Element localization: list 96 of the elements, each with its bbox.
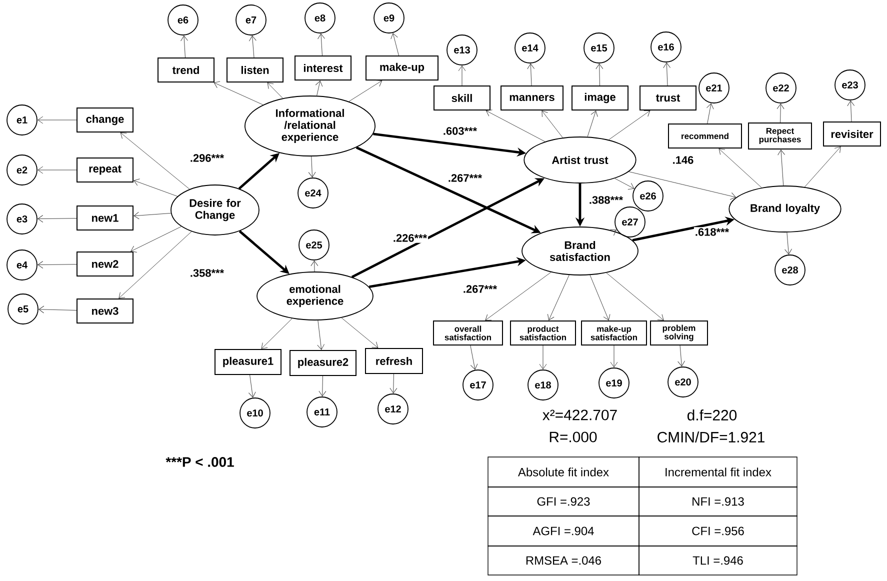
path-arrow xyxy=(261,318,292,349)
path-arrow xyxy=(38,166,77,174)
path-arrow xyxy=(134,212,172,220)
path-arrow xyxy=(587,110,598,137)
indicator-box: Repect purchases xyxy=(748,122,812,150)
indicator-box: new1 xyxy=(76,206,134,230)
path-arrow xyxy=(348,80,382,102)
path-arrow xyxy=(778,150,786,186)
path-arrow xyxy=(718,148,762,188)
table-cell: AGFI =.904 xyxy=(488,516,640,546)
table-cell: GFI =.923 xyxy=(488,486,640,516)
edge-label: .267*** xyxy=(446,173,484,183)
path-arrow xyxy=(134,178,178,197)
path-arrow xyxy=(38,215,77,222)
indicator-box: recommend xyxy=(668,124,742,148)
table-cell: Absolute fit index xyxy=(488,456,640,488)
path-arrow xyxy=(784,232,792,254)
indicator-box: new3 xyxy=(76,298,134,324)
edge-label: .226*** xyxy=(392,233,428,243)
table-cell: TLI =.946 xyxy=(638,546,798,576)
path-arrow xyxy=(776,104,784,123)
path-arrow xyxy=(390,374,398,394)
table-cell: Incremental fit index xyxy=(638,456,798,488)
path-arrow xyxy=(38,261,77,268)
table-cell: RMSEA =.046 xyxy=(488,546,640,576)
path-arrow xyxy=(390,33,399,56)
edge-label: .267*** xyxy=(462,284,498,294)
path-arrow xyxy=(596,64,604,86)
path-arrow xyxy=(485,272,552,320)
indicator-box: pleasure1 xyxy=(214,349,282,375)
path-arrow xyxy=(180,36,188,58)
path-arrow xyxy=(248,36,256,58)
path-arrow xyxy=(341,318,378,348)
path-arrow xyxy=(542,110,563,138)
path-arrow xyxy=(606,272,664,320)
path-arrow xyxy=(318,34,325,56)
edge-label: .388*** xyxy=(588,195,624,205)
path-arrow xyxy=(590,274,610,320)
path-arrow xyxy=(214,81,264,106)
indicator-box: new2 xyxy=(76,252,134,276)
path-arrow xyxy=(706,103,714,124)
indicator-box: make-up xyxy=(366,56,438,80)
edge-label: .296*** xyxy=(188,153,226,163)
indicator-box: trend xyxy=(158,58,214,82)
edge-label: .603*** xyxy=(442,126,478,136)
path-arrow xyxy=(310,260,318,272)
path-arrow xyxy=(38,116,77,124)
table-cell: NFI =.913 xyxy=(638,486,798,516)
path-arrow xyxy=(118,231,192,298)
path-arrow xyxy=(486,110,546,142)
path-arrow xyxy=(804,146,841,188)
indicator-box: repeat xyxy=(76,158,134,182)
path-arrow xyxy=(847,100,855,122)
indicator-box: image xyxy=(572,86,628,110)
path-arrow xyxy=(678,345,686,366)
fit-statistic: CMIN/DF=1.921 xyxy=(658,432,764,442)
fit-statistic: d.f=220 xyxy=(688,410,737,420)
path-arrow xyxy=(38,306,77,314)
path-arrow xyxy=(248,374,256,398)
table-cell: CFI =.956 xyxy=(638,516,798,546)
indicator-box: revisiter xyxy=(823,122,881,146)
path-arrow xyxy=(317,320,325,350)
indicator-box: pleasure2 xyxy=(290,350,356,376)
indicator-box: skill xyxy=(434,86,490,110)
path-arrow xyxy=(120,132,190,190)
fit-statistic: x²=422.707 xyxy=(542,410,617,420)
path-arrow xyxy=(628,171,736,200)
indicator-box: make-up satisfaction xyxy=(581,320,647,346)
path-arrow xyxy=(614,178,634,190)
indicator-box: manners xyxy=(500,86,564,110)
edge-label: .358*** xyxy=(188,268,226,278)
path-arrow xyxy=(267,82,284,99)
indicator-box: trust xyxy=(640,86,696,110)
indicator-box: product satisfaction xyxy=(510,320,576,346)
indicator-box: refresh xyxy=(365,348,423,374)
path-arrow xyxy=(608,110,650,140)
path-arrow xyxy=(547,274,570,320)
path-arrow xyxy=(308,156,316,178)
edge-label: .618*** xyxy=(694,227,730,237)
path-arrow xyxy=(470,345,478,370)
path-arrow xyxy=(318,376,326,396)
path-arrow xyxy=(610,345,618,368)
edge-label: .146 xyxy=(671,155,695,165)
indicator-box: interest xyxy=(294,56,352,80)
path-arrow xyxy=(527,64,535,86)
note: ***P < .001 xyxy=(166,457,234,467)
path-arrow xyxy=(315,80,323,96)
path-arrow xyxy=(130,226,182,252)
fit-statistic: R=.000 xyxy=(550,432,597,442)
indicator-box: change xyxy=(76,108,134,132)
indicator-box: problem solving xyxy=(650,320,708,346)
indicator-box: overall satisfaction xyxy=(433,320,503,346)
path-arrow xyxy=(458,66,466,86)
path-arrow xyxy=(663,62,671,86)
path-arrow xyxy=(539,345,547,370)
indicator-box: listen xyxy=(226,58,284,82)
